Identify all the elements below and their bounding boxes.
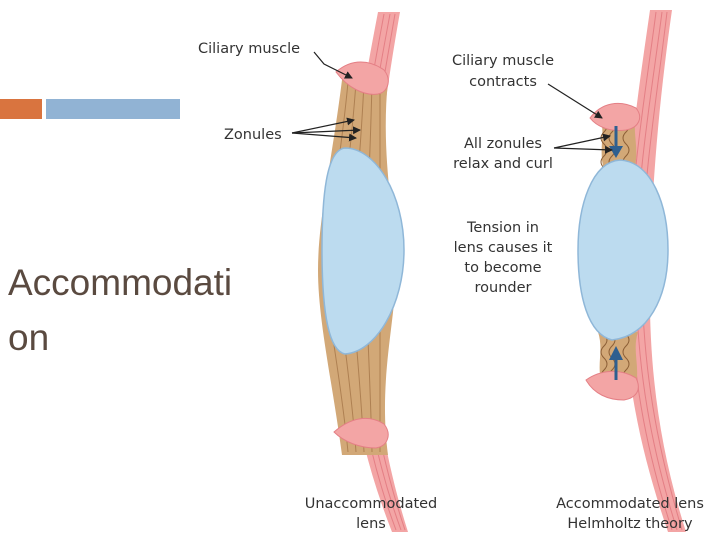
lens-unaccommodated xyxy=(321,147,405,355)
label-tension-line-1: Tension in xyxy=(466,220,539,236)
pointer-zonules-relax-1 xyxy=(553,133,611,149)
label-ciliary-muscle: Ciliary muscle xyxy=(198,41,300,57)
label-zonules-relax-line-1: All zonules xyxy=(464,136,542,152)
ciliary-muscle-top-right xyxy=(589,102,641,131)
accommodated-eye xyxy=(577,10,686,532)
label-zonules: Zonules xyxy=(224,127,282,143)
pointer-zonules-2 xyxy=(291,126,361,135)
accent-bar-blue xyxy=(46,99,180,119)
ciliary-muscle-bottom-right xyxy=(585,371,639,401)
label-unaccommodated-line-2: lens xyxy=(356,516,386,532)
ciliary-muscle-bottom-left xyxy=(333,417,389,449)
pointer-zonules-3 xyxy=(291,132,357,142)
label-zonules-relax-line-2: relax and curl xyxy=(453,156,553,172)
label-ciliary-contracts-line-2: contracts xyxy=(469,74,537,90)
unaccommodated-eye xyxy=(318,12,408,532)
label-tension-line-2: lens causes it xyxy=(454,240,553,256)
label-unaccommodated-line-1: Unaccommodated xyxy=(305,496,438,512)
accent-bar-orange xyxy=(0,99,42,119)
label-accommodated-line-2: Helmholtz theory xyxy=(567,516,693,532)
pointer-zonules-1 xyxy=(291,117,355,134)
slide-title: Accommodati on xyxy=(8,255,298,365)
slide-title-line-2: on xyxy=(8,317,50,358)
slide-title-line-1: Accommodati xyxy=(8,262,233,303)
label-tension-line-4: rounder xyxy=(475,280,532,296)
lens-accommodated xyxy=(577,159,669,341)
ciliary-band-right xyxy=(623,10,686,532)
tension-arrow-up-icon xyxy=(609,346,623,380)
pointer-lines xyxy=(291,51,613,154)
pointer-zonules-relax-2 xyxy=(553,145,613,154)
label-accommodated-line-1: Accommodated lens xyxy=(556,496,704,512)
pointer-ciliary-contracts xyxy=(547,83,603,119)
label-ciliary-contracts-line-1: Ciliary muscle xyxy=(452,53,554,69)
pointer-ciliary-muscle-left xyxy=(313,51,353,79)
ciliary-muscle-top-left xyxy=(335,61,389,95)
label-tension-line-3: to become xyxy=(464,260,541,276)
